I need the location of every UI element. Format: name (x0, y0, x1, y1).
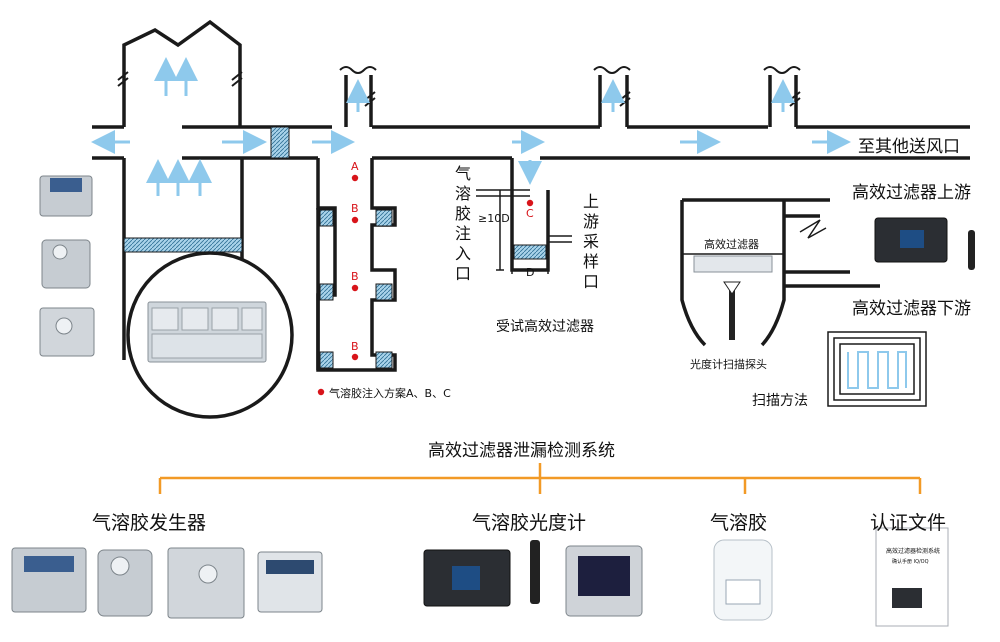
category-aerosol-photometer: 气溶胶光度计 (472, 512, 587, 534)
scan-method-pattern (827, 331, 927, 407)
category-certification-docs: 认证文件 (870, 512, 947, 534)
left-generator-products (39, 175, 95, 357)
filter-upstream-label: 高效过滤器上游 (852, 183, 971, 203)
hepa-filter-block (693, 255, 773, 273)
injection-plan-label: 气溶胶注入方案A、B、C (329, 387, 451, 400)
point-b-label: B (351, 202, 359, 215)
airflow-arrows (91, 57, 851, 196)
hepa-filter-box-label: 高效过滤器 (704, 238, 759, 251)
category-aerosol: 气溶胶 (710, 512, 768, 534)
scan-method-label: 扫描方法 (752, 393, 808, 409)
air-handler-detail (126, 251, 294, 419)
filter-downstream-label: 高效过滤器下游 (852, 299, 971, 319)
probe-label: 光度计扫描探头 (690, 358, 767, 371)
port-lines (476, 189, 572, 274)
point-b-label: B (351, 270, 359, 283)
filter-under-test-label: 受试高效过滤器 (496, 319, 594, 335)
bottom-products (11, 527, 949, 627)
ten-d-label: ≥10D (478, 212, 510, 225)
test-housing (680, 198, 880, 347)
upstream-photometer (723, 217, 975, 340)
duct-breaks (117, 66, 801, 107)
doc-subtitle: 确认手册 IQ/OQ (892, 559, 929, 565)
aerosol-injection-port-label: 气溶胶注入口 (454, 164, 471, 283)
category-aerosol-generator: 气溶胶发生器 (92, 512, 207, 534)
doc-title: 高效过滤器检测系统 (886, 548, 941, 555)
point-a-label: A (351, 160, 359, 173)
system-title: 高效过滤器泄漏检测系统 (428, 441, 615, 461)
category-tree (158, 463, 922, 494)
housing-lines (682, 219, 827, 255)
duct-filters (123, 126, 547, 369)
injection-points (317, 174, 534, 396)
point-b-label: B (351, 340, 359, 353)
d-label: D (526, 266, 535, 279)
point-c-label: C (526, 207, 534, 220)
to-other-outlets-label: 至其他送风口 (858, 137, 960, 157)
upstream-sampling-port-label: 上游采样口 (582, 192, 599, 291)
